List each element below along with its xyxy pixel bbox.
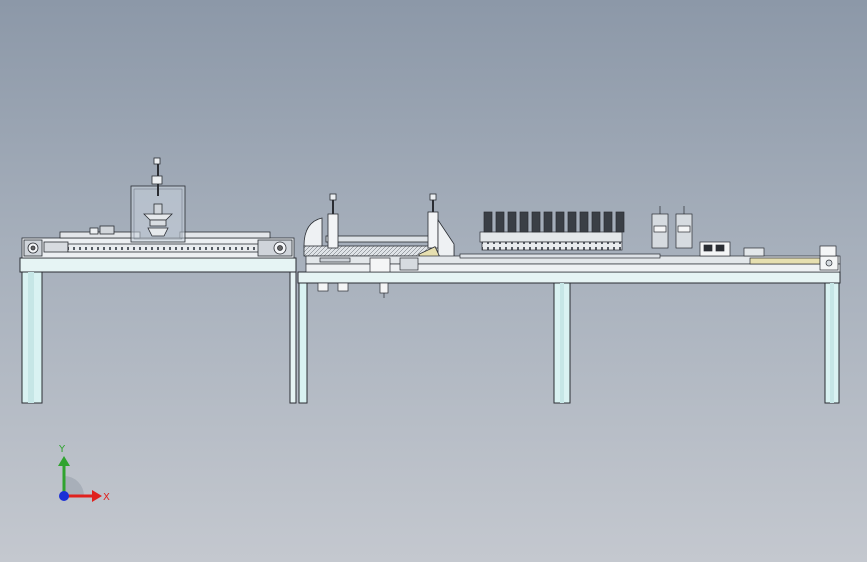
glass-enclosure [130, 157, 186, 243]
twin-cylinder-station [651, 206, 837, 257]
triad-z-axis [59, 491, 69, 501]
infeed-ramp [303, 193, 455, 264]
left-conveyor-module [21, 225, 295, 259]
right-table-frame [297, 271, 841, 404]
left-table-frame [19, 257, 297, 404]
bottom-rail-assembly [305, 255, 841, 298]
triad-plane-indicator [64, 476, 84, 496]
orientation-triad: Y X [58, 444, 110, 503]
triad-y-label: Y [58, 444, 66, 455]
multi-head-station [459, 211, 661, 259]
triad-x-arrowhead [92, 490, 102, 502]
triad-x-label: X [103, 492, 110, 503]
triad-y-arrowhead [58, 456, 70, 466]
